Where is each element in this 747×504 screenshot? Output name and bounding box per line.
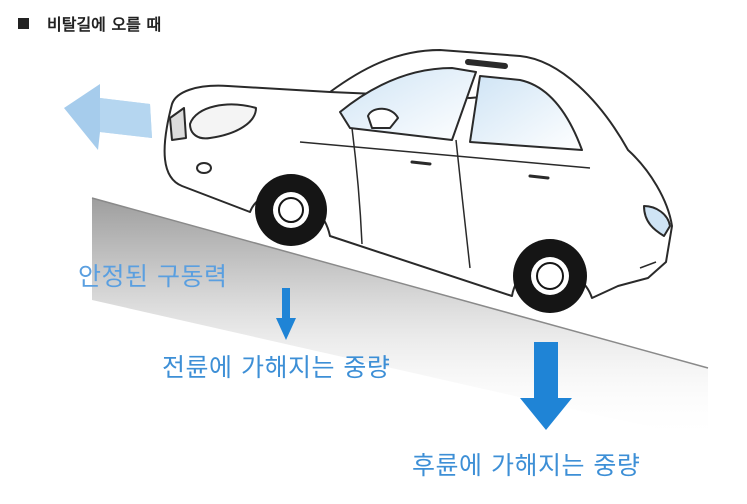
rear-wheel-load-label: 후륜에 가해지는 중량 xyxy=(412,446,640,482)
front-wheel-load-label: 전륜에 가해지는 중량 xyxy=(162,348,390,384)
front-wheel xyxy=(255,174,327,246)
motion-arrow-icon xyxy=(64,84,152,150)
rear-wheel xyxy=(513,239,587,313)
traction-label: 안정된 구동력 xyxy=(78,257,227,293)
